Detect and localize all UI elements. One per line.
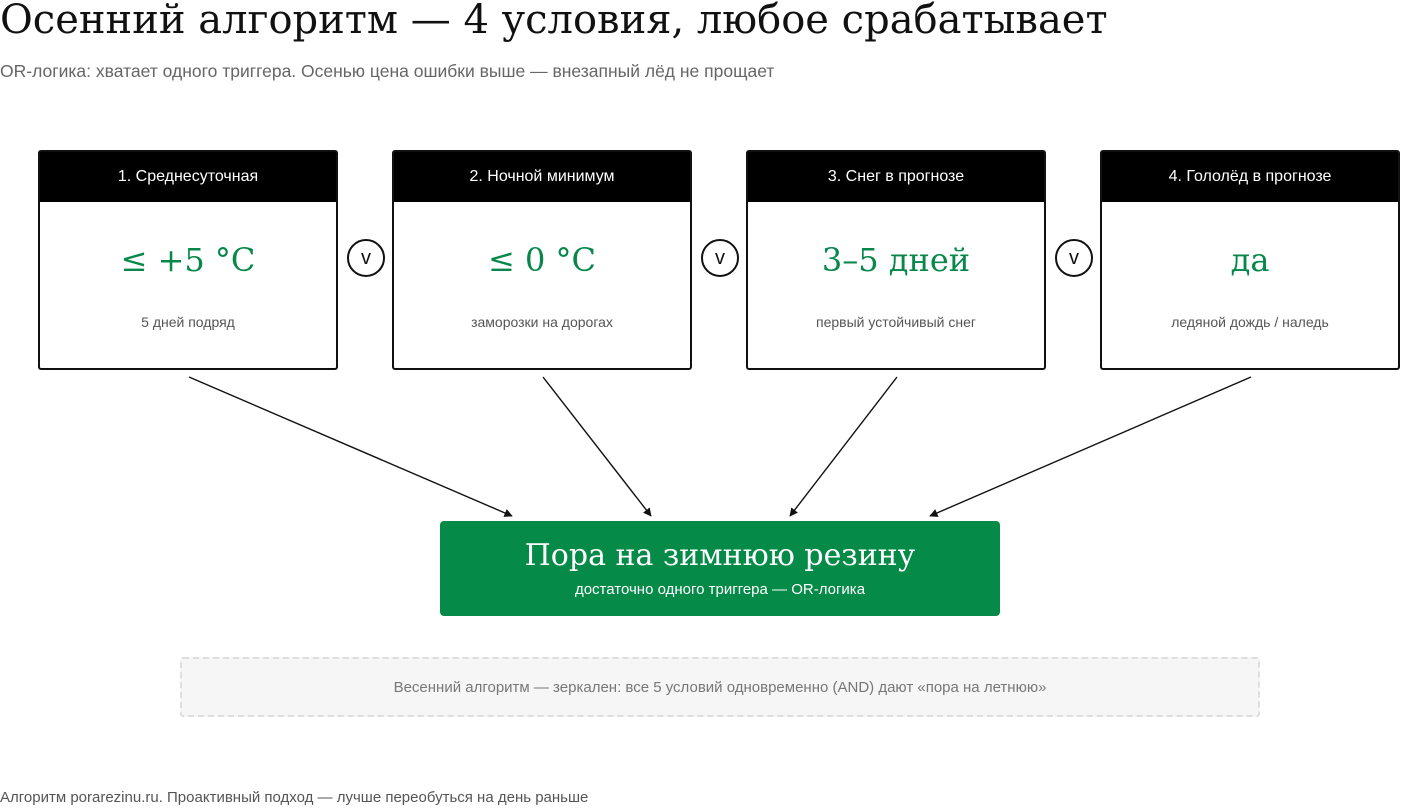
- or-operator-1: v: [347, 239, 385, 277]
- arrow-condition-4: [929, 376, 1252, 517]
- result-title: Пора на зимнюю резину: [524, 538, 916, 573]
- arrow-condition-1: [188, 376, 513, 517]
- arrow-condition-2: [542, 376, 652, 517]
- condition-card-note: заморозки на дорогах: [471, 314, 613, 330]
- condition-card-header: 3. Снег в прогнозе: [748, 152, 1044, 202]
- condition-card-note: ледяной дождь / наледь: [1171, 314, 1329, 330]
- footer-caption: Алгоритм porarezinu.ru. Проактивный подх…: [0, 789, 589, 806]
- condition-card-note: первый устойчивый снег: [815, 314, 976, 330]
- page-subtitle: OR-логика: хватает одного триггера. Осен…: [0, 61, 775, 81]
- condition-card-4: 4. Гололёд в прогнозе да ледяной дождь /…: [1100, 150, 1400, 370]
- result-box: Пора на зимнюю резину достаточно одного …: [440, 521, 1000, 616]
- spring-algorithm-note-text: Весенний алгоритм — зеркален: все 5 усло…: [393, 678, 1047, 696]
- condition-card-value: 3–5 дней: [821, 241, 971, 279]
- page-title: Осенний алгоритм — 4 условия, любое сраб…: [0, 0, 1108, 43]
- condition-card-note: 5 дней подряд: [141, 314, 235, 330]
- condition-card-value: ≤ +5 °C: [120, 241, 256, 279]
- condition-card-value: ≤ 0 °C: [488, 241, 596, 279]
- condition-card-2: 2. Ночной минимум ≤ 0 °C заморозки на до…: [392, 150, 692, 370]
- condition-card-header: 1. Среднесуточная: [40, 152, 336, 202]
- result-subtitle: достаточно одного триггера — OR-логика: [574, 581, 866, 598]
- or-operator-2: v: [701, 239, 739, 277]
- or-operator-3: v: [1055, 239, 1093, 277]
- condition-card-header: 2. Ночной минимум: [394, 152, 690, 202]
- condition-card-value: да: [1230, 241, 1270, 279]
- condition-card-1: 1. Среднесуточная ≤ +5 °C 5 дней подряд: [38, 150, 338, 370]
- condition-card-3: 3. Снег в прогнозе 3–5 дней первый устой…: [746, 150, 1046, 370]
- spring-algorithm-note: Весенний алгоритм — зеркален: все 5 усло…: [180, 657, 1260, 717]
- condition-card-header: 4. Гололёд в прогнозе: [1102, 152, 1398, 202]
- arrow-condition-3: [789, 376, 898, 517]
